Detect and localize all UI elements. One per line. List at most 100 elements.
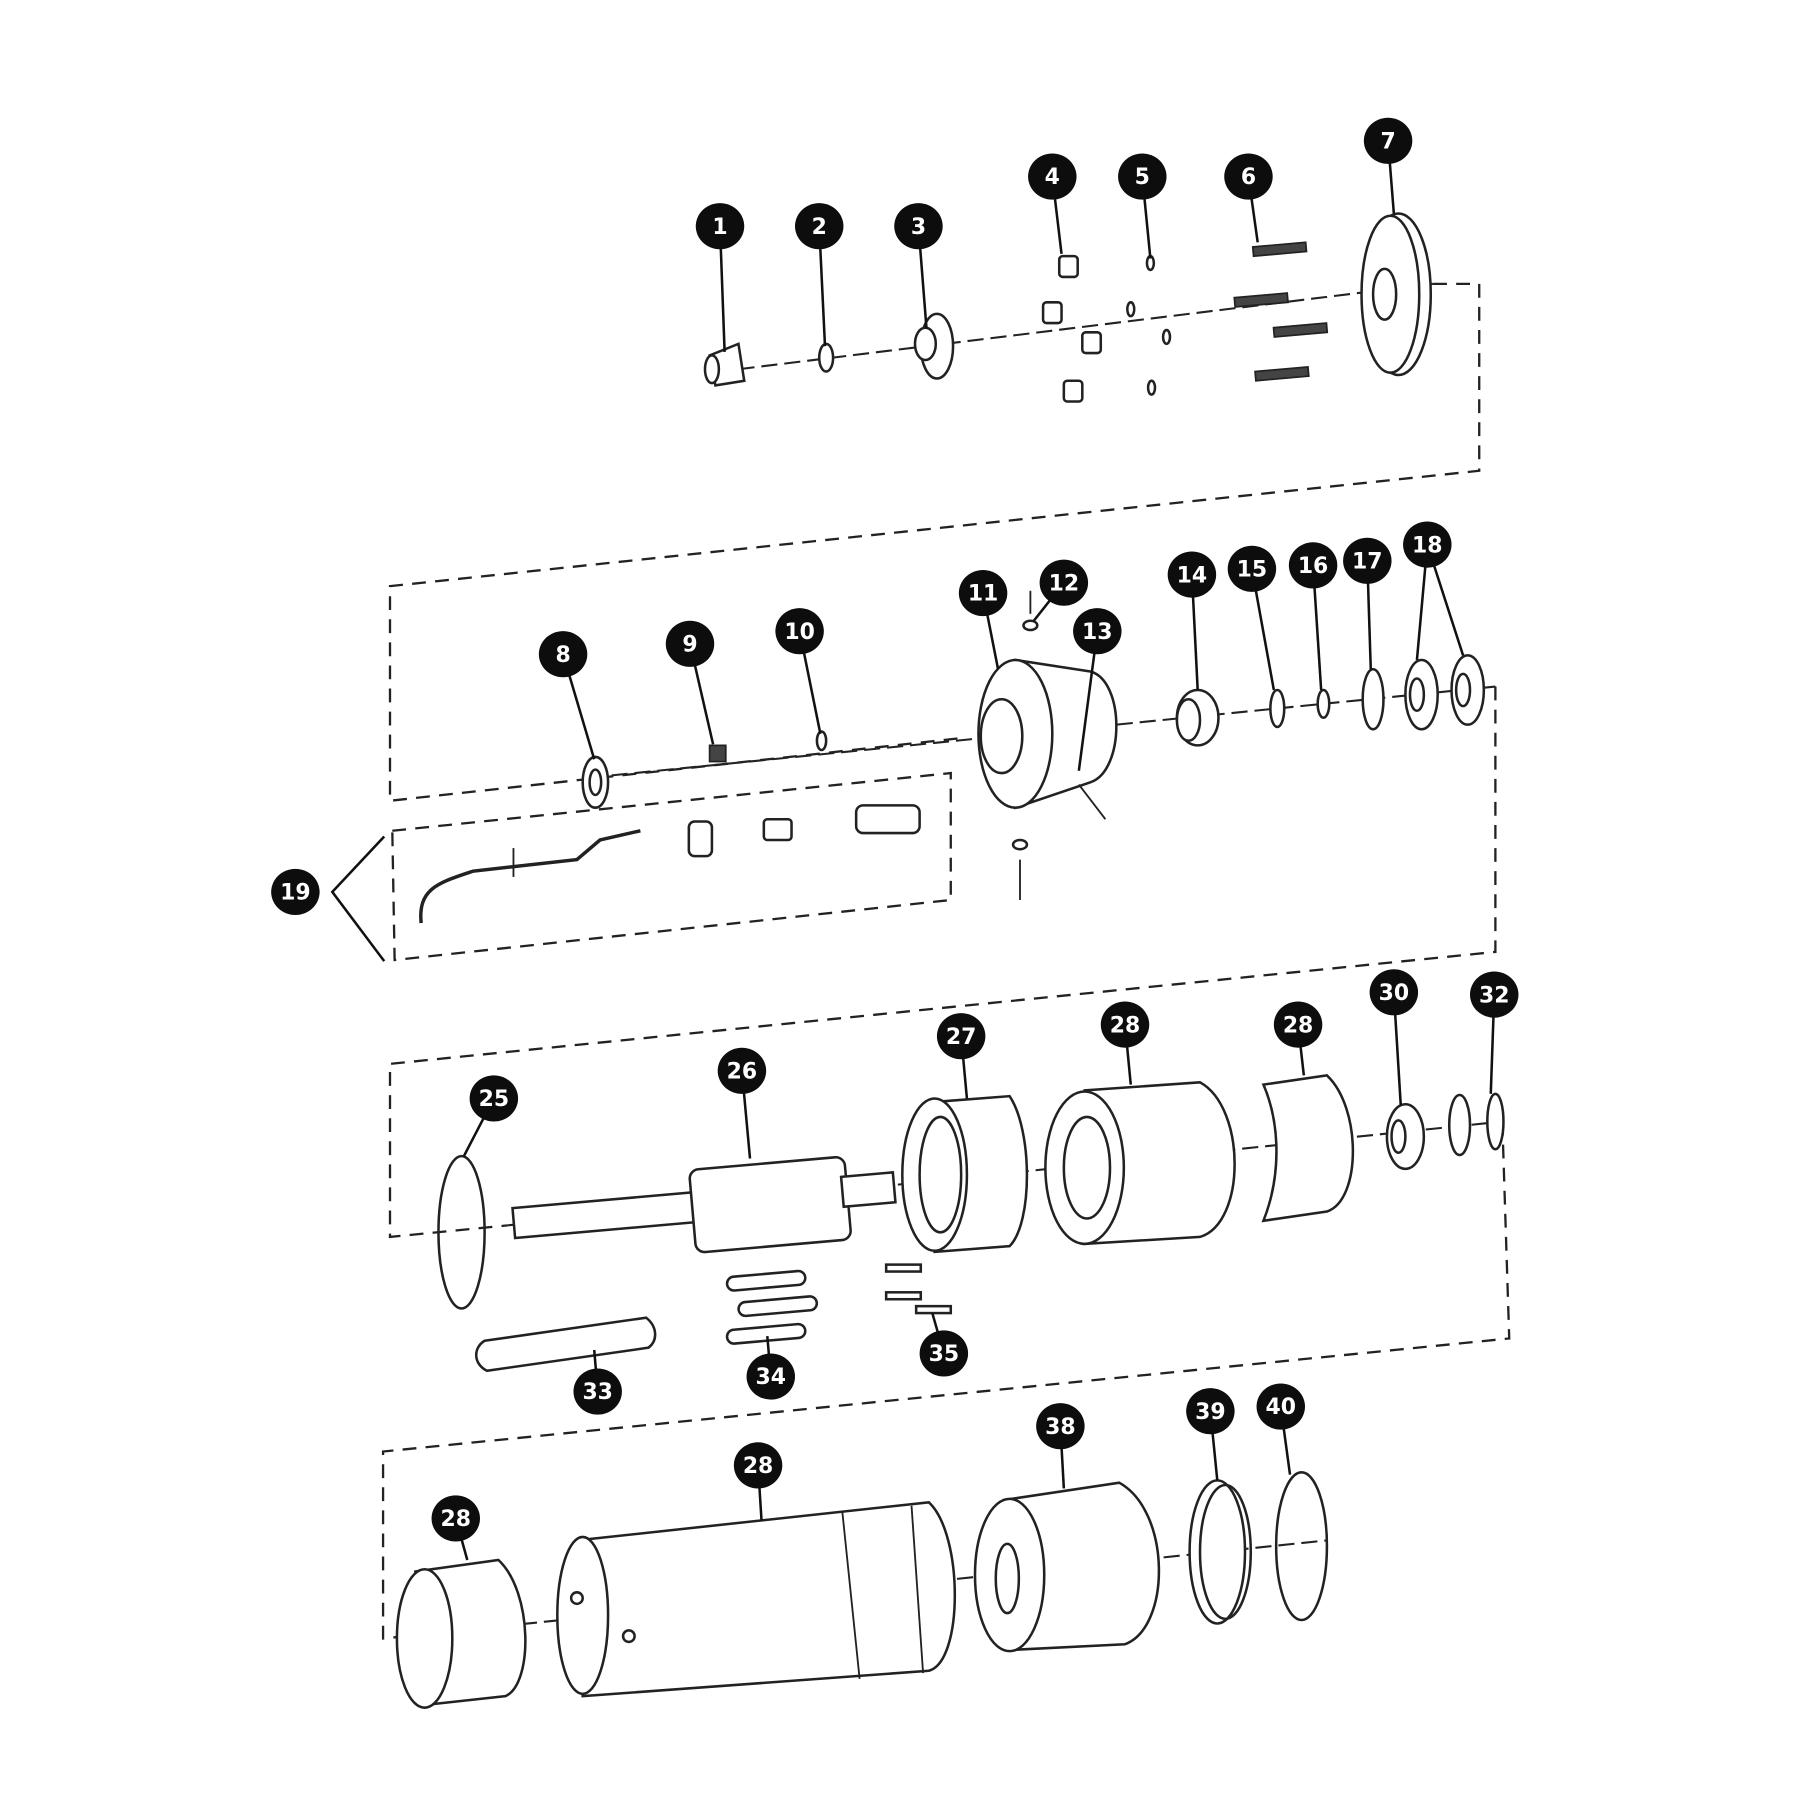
callout-32: 32 [1470,971,1519,1094]
part-28-stator [1083,1081,1236,1246]
callout-badge [1403,521,1452,568]
part-39-collar-lip [1198,1483,1253,1621]
callout-6: 6 [1224,153,1273,243]
part-28-end-face [395,1567,454,1709]
tube-hole [621,1629,636,1644]
part-27-bore [918,1115,963,1234]
part-17-washer [1361,667,1385,731]
callout-number: 1 [712,215,727,240]
part-14-spring-end [1175,697,1202,743]
row1-parts [703,212,1433,403]
part-11-port [979,697,1024,775]
part-38-head [1002,1481,1161,1652]
callout-badge [469,1075,519,1122]
callout-number: 15 [1237,558,1268,583]
callout-number: 33 [582,1380,613,1405]
callout-27: 27 [936,1013,986,1099]
callout-number: 5 [1135,165,1150,190]
part-16-ring [1316,688,1331,719]
part-4-nut [1081,331,1103,355]
callout-badge [665,620,715,667]
callout-badge [1224,153,1273,200]
callout-28: 28 [733,1442,783,1521]
part-9-plug [708,744,727,763]
part-19-lever [419,829,641,924]
part-8-seal-bore [588,768,603,797]
callout-badge [1100,1001,1150,1048]
part-35-key [884,1291,923,1301]
callout-badge [1039,559,1089,606]
part-39-collar [1188,1479,1247,1625]
callout-14: 14 [1167,551,1217,691]
callout-leader [1077,630,1099,771]
callout-number: 18 [1412,533,1443,558]
callout-badge [795,203,844,250]
callout-number: 26 [727,1059,758,1084]
part-7-bore [1371,267,1398,321]
callout-badge [1167,551,1217,598]
callout-badge [958,570,1008,617]
callout-badge [695,203,745,250]
callout-number: 34 [756,1365,787,1390]
part-19-shaft [854,804,921,835]
part-19-bushing [762,817,793,842]
group-19-bracket [330,835,386,962]
callout-badge [1256,1383,1305,1430]
row2-parts [419,590,1486,924]
callout-badge [1470,971,1519,1018]
callout-35: 35 [919,1312,969,1377]
callout-5: 5 [1118,153,1167,259]
callout-3: 3 [894,203,943,329]
part-28-stator-bore [1062,1115,1112,1220]
part-30-bearing-bore [1390,1119,1407,1154]
callout-number: 2 [812,215,827,240]
callout-number: 32 [1479,983,1510,1008]
part-6-stud [1254,365,1310,382]
callout-28: 28 [1273,1001,1323,1076]
part-33-rod [474,1316,657,1373]
callout-badge [717,1047,767,1094]
part-26-rotor [688,1155,852,1254]
callout-28: 28 [431,1495,480,1561]
callout-17: 17 [1343,537,1392,670]
callout-badge [1028,153,1077,200]
callout-number: 19 [280,881,311,906]
callout-badge [746,1353,795,1400]
part-15-ring [1269,688,1286,729]
callout-9: 9 [665,620,715,745]
part-35-key [884,1263,923,1273]
callout-number: 8 [555,643,570,668]
callout-number: 9 [682,633,697,658]
callout-badge [538,631,588,678]
part-13-screw [1078,784,1107,820]
callout-16: 16 [1288,542,1338,691]
callout-7: 7 [1363,117,1413,214]
callout-25: 25 [462,1075,519,1157]
tube-groove [841,1511,861,1679]
callout-28: 28 [1100,1001,1150,1085]
callout-18: 18 [1403,521,1465,661]
callout-badge [271,868,320,915]
part-3-boss [913,326,938,362]
callout-badge [1288,542,1338,589]
row4-parts [395,1471,1329,1709]
callout-number: 28 [743,1454,774,1479]
callout-number: 10 [784,620,815,645]
callout-badge [894,203,943,250]
housing-screw-washer [1011,838,1029,851]
callout-badge [1343,537,1392,584]
part-1-face [703,354,721,385]
part-19-block [687,820,714,858]
part-12-washer [1022,619,1039,632]
part-4-nut [1062,379,1084,403]
part-35-key [914,1304,953,1315]
part-25-oring [437,1154,486,1310]
callout-number: 14 [1177,563,1208,588]
callout-40: 40 [1256,1383,1305,1475]
part-5-washer [1126,301,1136,318]
part-31-ring [1447,1093,1472,1157]
callout-number: 6 [1241,165,1256,190]
callout-number: 28 [1283,1013,1314,1038]
